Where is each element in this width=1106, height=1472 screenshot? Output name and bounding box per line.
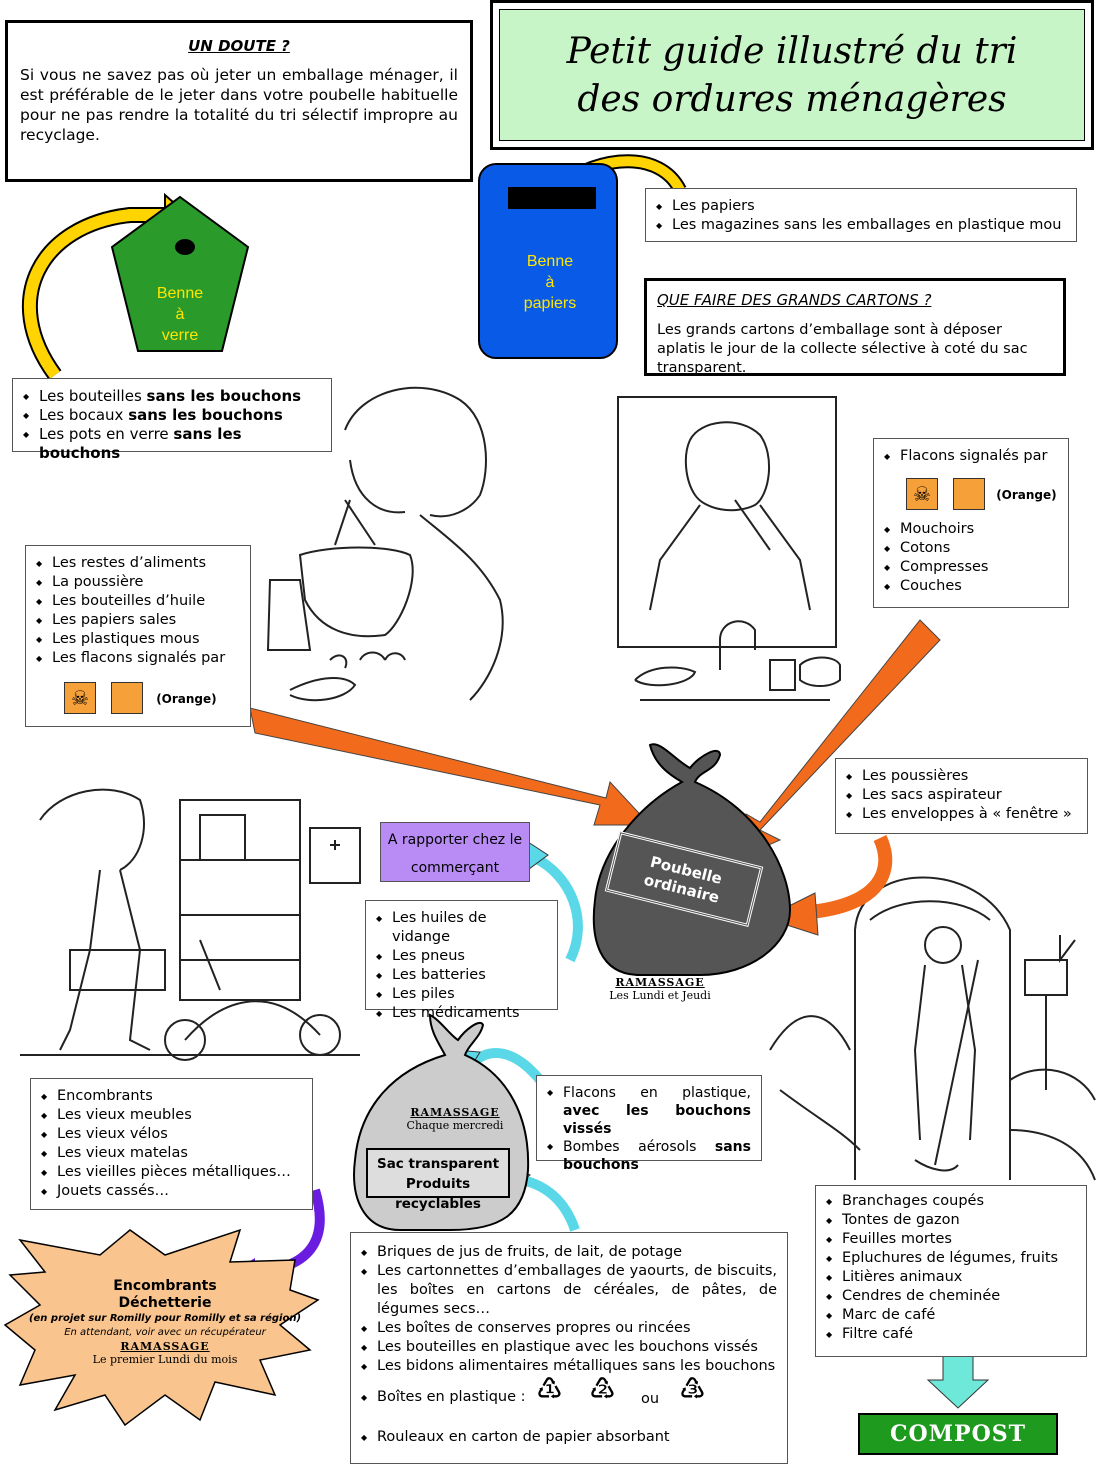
list-item: Les pneus (376, 947, 547, 966)
list-item: Les huiles de vidange (376, 909, 547, 947)
doubt-heading: UN DOUTE ? (188, 37, 290, 55)
doubt-box: UN DOUTE ? Si vous ne savez pas où jeter… (5, 20, 473, 182)
garage-items-box: Les huiles de vidange Les pneus Les batt… (365, 900, 558, 1023)
cartons-box: QUE FAIRE DES GRANDS CARTONS ? Les grand… (644, 278, 1066, 376)
list-item: Les magazines sans les emballages en pla… (656, 216, 1066, 235)
bathroom-items-box: Flacons signalés par ☠ (Orange) Mouchoir… (873, 438, 1069, 608)
verre-items-box: Les bouteilles sans les bouchons Les boc… (12, 378, 332, 462)
cartons-heading: QUE FAIRE DES GRANDS CARTONS ? (657, 291, 932, 309)
ou-label: ou (641, 1391, 660, 1407)
list-item: Les vieux vélos (41, 1125, 302, 1144)
girl-door-sketch (769, 876, 1096, 1181)
list-item: Les bidons alimentaires métalliques sans… (361, 1357, 777, 1376)
list-item: Les poussières (846, 767, 1077, 786)
orange-square-icon (953, 478, 986, 510)
list-item: Les plastiques mous (36, 630, 240, 649)
recycle-2-icon: ♴ (589, 1372, 616, 1407)
orange-label: (Orange) (156, 691, 217, 706)
list-item: Boîtes en plastique : ♳ ♴ ou ♵ (361, 1375, 777, 1418)
list-item: Les papiers sales (36, 611, 240, 630)
list-item: Branchages coupés (826, 1192, 1076, 1211)
list-item: Jouets cassés… (41, 1182, 302, 1201)
orange-square-icon (111, 682, 144, 714)
list-item: Les sacs aspirateur (846, 786, 1077, 805)
list-item: Les batteries (376, 966, 547, 985)
list-item: Les papiers (656, 197, 1066, 216)
list-item: Flacons signalés par (884, 447, 1058, 466)
benne-verre-shape (110, 195, 250, 352)
list-item: Les restes d’aliments (36, 554, 240, 573)
list-item: Les vieux matelas (41, 1144, 302, 1163)
list-item: Les bouteilles en plastique avec les bou… (361, 1338, 777, 1357)
page-title-line2: des ordures ménagères (577, 79, 1007, 120)
dechetterie-star (3, 1228, 320, 1427)
list-item: Bombes aérosols sans bouchons (547, 1138, 751, 1174)
list-item: Les boîtes de conserves propres ou rincé… (361, 1319, 777, 1338)
orange-arrows (249, 619, 941, 936)
list-item: Rouleaux en carton de papier absorbant (361, 1428, 777, 1447)
list-item: Flacons en plastique, avec les bouchons … (547, 1084, 751, 1138)
title-box: Petit guide illustré du tri des ordures … (490, 0, 1094, 150)
plastiques-items-box: Flacons en plastique, avec les bouchons … (536, 1075, 762, 1173)
list-item: Feuilles mortes (826, 1230, 1076, 1249)
list-item: La poussière (36, 573, 240, 592)
list-item: Couches (884, 577, 1058, 596)
recycle-1-icon: ♳ (536, 1372, 563, 1407)
danger-skull-icon: ☠ (64, 682, 96, 714)
papiers-items-box: Les papiers Les magazines sans les embal… (645, 188, 1077, 242)
recyclables-items-box: Briques de jus de fruits, de lait, de po… (350, 1232, 788, 1464)
list-item: Encombrants (41, 1087, 302, 1106)
list-item: Les bocaux sans les bouchons (23, 406, 321, 425)
list-item: Les vieilles pièces métalliques… (41, 1163, 302, 1182)
list-item: Les bouteilles d’huile (36, 592, 240, 611)
list-item: Les flacons signalés par (36, 649, 240, 668)
compost-label: COMPOST (858, 1413, 1058, 1455)
list-item: Les enveloppes à « fenêtre » (846, 805, 1077, 824)
list-item: Compresses (884, 558, 1058, 577)
sac-ramassage: RAMASSAGE Chaque mercredi (406, 1106, 504, 1132)
list-item: Les bouteilles sans les bouchons (23, 387, 321, 406)
cartons-text: Les grands cartons d’emballage sont à dé… (657, 322, 1028, 376)
dust-items-box: Les poussières Les sacs aspirateur Les e… (835, 758, 1088, 834)
list-item: Filtre café (826, 1325, 1076, 1344)
list-item: Tontes de gazon (826, 1211, 1076, 1230)
list-item: Les médicaments (376, 1004, 547, 1023)
list-item: Les piles (376, 985, 547, 1004)
list-item: Cendres de cheminée (826, 1287, 1076, 1306)
orange-label: (Orange) (996, 487, 1057, 502)
list-item: Briques de jus de fruits, de lait, de po… (361, 1243, 777, 1262)
list-item: Marc de café (826, 1306, 1076, 1325)
list-item: Les pots en verre sans les bouchons (23, 425, 321, 463)
page-title-line1: Petit guide illustré du tri (566, 31, 1018, 72)
poubelle-ramassage: RAMASSAGE Les Lundi et Jeudi (609, 976, 711, 1002)
kitchen-items-box: Les restes d’aliments La poussière Les b… (25, 545, 251, 727)
encombrants-items-box: Encombrants Les vieux meubles Les vieux … (30, 1078, 313, 1210)
compost-items-box: Branchages coupés Tontes de gazon Feuill… (815, 1185, 1087, 1357)
list-item: Litières animaux (826, 1268, 1076, 1287)
recycle-3-icon: ♵ (679, 1372, 706, 1407)
boy-shelf-sketch (20, 788, 361, 1061)
doubt-text: Si vous ne savez pas où jeter un emballa… (20, 66, 458, 144)
bathroom-sketch (617, 396, 841, 702)
dechetterie-text: Encombrants Déchetterie (en projet sur R… (28, 1278, 302, 1366)
list-item: Les vieux meubles (41, 1106, 302, 1125)
danger-skull-icon: ☠ (906, 478, 938, 510)
list-item: Mouchoirs (884, 520, 1058, 539)
list-item: Epluchures de légumes, fruits (826, 1249, 1076, 1268)
list-item: Cotons (884, 539, 1058, 558)
list-item: Les cartonnettes d’emballages de yaourts… (361, 1262, 777, 1319)
kitchen-woman-sketch (266, 386, 504, 702)
